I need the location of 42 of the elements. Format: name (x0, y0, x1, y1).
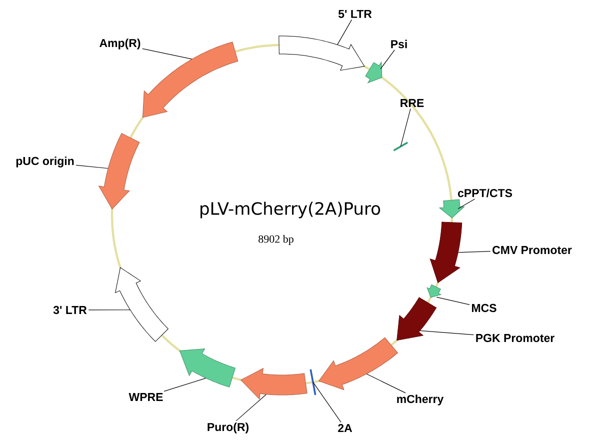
feature-label: cPPT/CTS (458, 188, 512, 198)
feature-label: Psi (391, 40, 407, 48)
leader-line (366, 374, 406, 394)
feature-label: 2A (338, 424, 352, 432)
feature-tick (393, 142, 408, 152)
feature-label: Amp(R) (100, 38, 140, 50)
leader-line (236, 394, 266, 422)
leader-line (380, 50, 395, 70)
leader-line (337, 19, 352, 45)
leader-line (436, 296, 470, 305)
feature-label: MCS (472, 304, 496, 312)
gene-feature (98, 133, 140, 210)
feature-label: RRE (400, 99, 424, 107)
feature-label: mCherry (397, 394, 444, 406)
feature-tick (310, 369, 316, 396)
gene-feature (365, 62, 382, 84)
gene-feature (318, 337, 398, 390)
gene-feature (396, 297, 437, 341)
gene-feature (430, 222, 462, 284)
feature-label: PGK Promoter (476, 334, 554, 342)
leader-line (400, 108, 411, 147)
feature-label: Puro(R) (208, 422, 249, 434)
leader-line (76, 164, 108, 169)
feature-label: WPRE (128, 393, 163, 401)
gene-feature (179, 348, 236, 388)
gene-feature (142, 42, 238, 118)
leader-line (142, 48, 192, 60)
gene-feature (439, 199, 464, 218)
leader-line (164, 378, 206, 392)
plasmid-size: 8902 bp (258, 235, 294, 245)
gene-feature (426, 284, 442, 298)
gene-feature (278, 36, 365, 71)
gene-feature (115, 267, 168, 342)
leader-line (458, 198, 476, 210)
leader-line (420, 330, 474, 336)
feature-label: 5' LTR (338, 10, 372, 18)
feature-label: CMV Promoter (492, 246, 572, 254)
feature-label: pUC origin (16, 156, 74, 168)
feature-label: 3' LTR (53, 306, 87, 314)
plasmid-name: pLV-mCherry(2A)Puro (200, 202, 380, 218)
leader-line (458, 251, 491, 253)
gene-feature (240, 368, 308, 400)
